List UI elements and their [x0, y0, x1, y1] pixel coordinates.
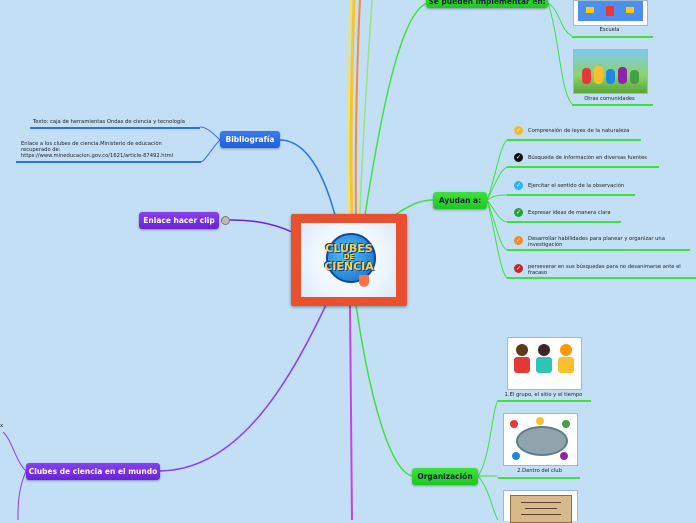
mundo-stub: x — [0, 423, 4, 429]
org-caption-grupo: 1.El grupo, el sitio y el tiempo — [504, 392, 583, 398]
central-title-1: CLUBES — [325, 242, 373, 255]
community-image — [573, 49, 648, 94]
link-icon[interactable] — [221, 216, 230, 225]
underline — [507, 249, 690, 251]
place-caption-comunidades: Otras comunidades — [584, 96, 635, 102]
check-icon: ✓ — [514, 181, 523, 190]
ayudan-item: perseverar en sus búsquedas para no desa… — [528, 264, 681, 277]
underline — [572, 104, 653, 106]
underline — [507, 194, 635, 196]
central-image: CLUBES DE CIENCIA — [301, 223, 396, 297]
biblio-item-enlace: Enlace a los clubes de ciencia.Ministeri… — [21, 141, 162, 154]
school-image — [573, 0, 648, 26]
kids-image — [507, 337, 582, 390]
flask-icon — [359, 275, 369, 287]
ayudan-item: Expresar ideas de manera clara — [528, 210, 611, 216]
underline — [498, 400, 591, 402]
ayudan-item: Desarrollar habilidades para planear y o… — [528, 236, 665, 249]
central-title-3: CIENCIA — [324, 260, 374, 273]
check-icon: ✓ — [514, 126, 523, 135]
meeting-icon — [516, 426, 568, 456]
central-topic[interactable]: CLUBES DE CIENCIA — [291, 214, 407, 306]
topic-bibliografia[interactable]: Bibliografía — [220, 131, 280, 148]
notebook-icon — [510, 495, 572, 523]
topic-implementar[interactable]: Se pueden implementar en: — [426, 0, 548, 8]
underline — [507, 221, 621, 223]
community-icon — [580, 64, 640, 86]
check-icon: ✓ — [514, 236, 523, 245]
ayudan-item: Búsqueda de información en diversas fuen… — [528, 155, 647, 161]
ayudan-item: Comprensión de leyes de la naturaleza — [528, 128, 630, 134]
underline — [507, 166, 659, 168]
topic-ayudan[interactable]: Ayudan a: — [433, 192, 487, 209]
underline — [498, 477, 580, 479]
check-icon: ✓ — [514, 264, 523, 273]
central-title-2: DE — [343, 253, 355, 261]
biblio-item-url[interactable]: https://www.mineducacion.gov.co/1621/art… — [21, 153, 174, 159]
kids-icon — [512, 342, 576, 386]
underline — [572, 36, 653, 38]
org-caption-club: 2.Dentro del club — [517, 468, 562, 474]
meeting-image — [503, 413, 578, 466]
biblio-item-texto: Texto: caja de herramientas Ondas de cie… — [33, 119, 185, 125]
underline — [507, 277, 696, 279]
topic-enlace[interactable]: Enlace hacer clip — [139, 212, 219, 229]
underline — [30, 127, 200, 129]
place-caption-escuela: Escuela — [599, 27, 620, 33]
check-icon: ✓ — [514, 208, 523, 217]
underline — [507, 139, 641, 141]
topic-mundo[interactable]: Clubes de ciencia en el mundo — [26, 463, 160, 480]
check-icon: ✓ — [514, 153, 523, 162]
topic-organizacion[interactable]: Organización — [412, 468, 478, 485]
ayudan-item: Ejercitar el sentido de la observación — [528, 183, 625, 189]
underline — [16, 161, 201, 163]
notebook-image — [503, 490, 578, 523]
school-icon — [578, 1, 643, 21]
globe-icon — [326, 233, 376, 283]
